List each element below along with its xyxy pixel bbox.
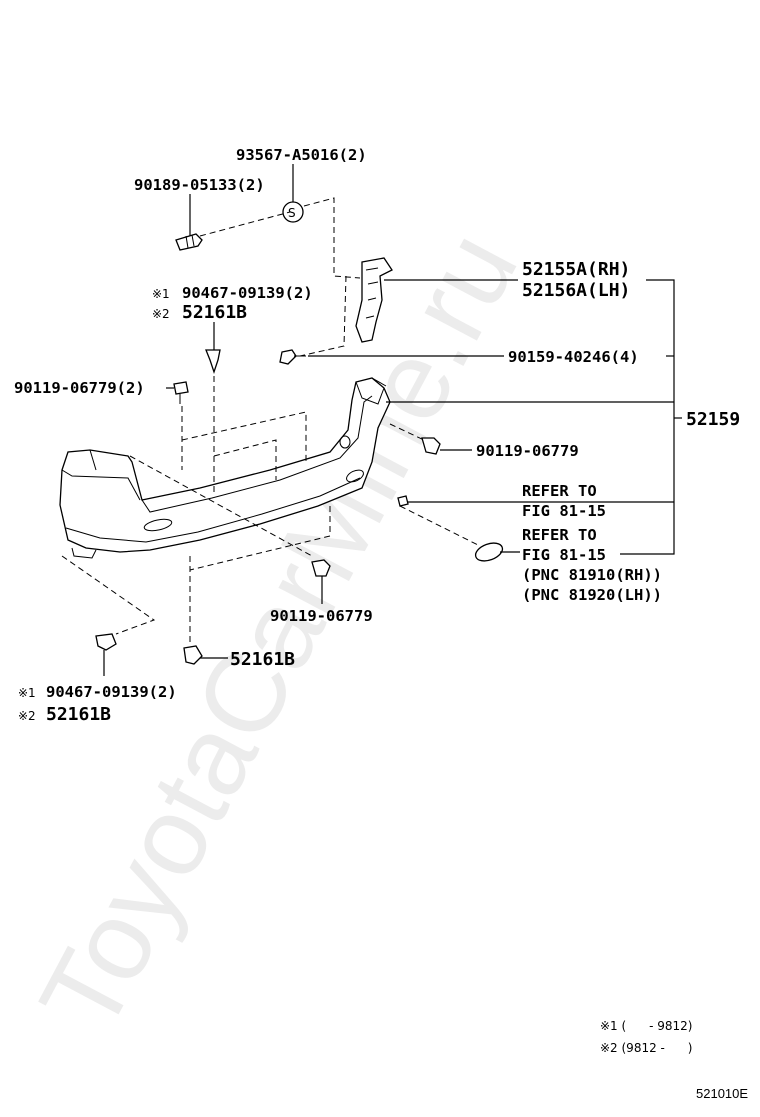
side-marker-lamp bbox=[474, 542, 504, 562]
mark-1-top: ※1 bbox=[152, 287, 170, 301]
label-52159: 52159 bbox=[686, 409, 740, 430]
label-90119-06779-bottom: 90119-06779 bbox=[270, 607, 373, 625]
bolt-90119-left bbox=[173, 381, 189, 404]
clip-refer-1 bbox=[397, 495, 409, 507]
bolt-90119-bottom bbox=[311, 559, 331, 577]
label-fig-81-15-2: FIG 81-15 bbox=[522, 546, 606, 564]
leader-lines bbox=[103, 164, 682, 676]
s-symbol: S bbox=[288, 206, 296, 220]
label-52161b-mid: 52161B bbox=[230, 649, 295, 670]
label-refer-to-2: REFER TO bbox=[522, 526, 597, 544]
label-90119-06779-left: 90119-06779(2) bbox=[14, 379, 145, 397]
label-52155a-rh: 52155A(RH) bbox=[522, 259, 630, 280]
side-retainer-bracket bbox=[355, 257, 393, 343]
mark-2-bottom: ※2 bbox=[18, 709, 36, 723]
label-refer-to-1: REFER TO bbox=[522, 482, 597, 500]
clip-90467-top bbox=[205, 349, 221, 375]
bolt-90119-right bbox=[421, 437, 441, 455]
label-90467-09139-bottom: 90467-09139(2) bbox=[46, 683, 177, 701]
rear-bumper-cover bbox=[59, 377, 391, 559]
label-fig-81-15-1: FIG 81-15 bbox=[522, 502, 606, 520]
clip-90467-bottom bbox=[95, 633, 117, 651]
footnotes: ※1 ( - 9812) ※2 (9812 - ) bbox=[600, 1019, 692, 1055]
mark-1-bottom: ※1 bbox=[18, 686, 36, 700]
clip-52161b-mid bbox=[183, 645, 203, 665]
label-pnc-81910-rh: (PNC 81910(RH)) bbox=[522, 566, 662, 584]
label-90159-40246: 90159-40246(4) bbox=[508, 348, 639, 366]
mark-2-top: ※2 bbox=[152, 307, 170, 321]
label-52156a-lh: 52156A(LH) bbox=[522, 280, 630, 301]
label-90189-05133: 90189-05133(2) bbox=[134, 176, 265, 194]
watermark: ToyotaCarMine.ru bbox=[16, 212, 541, 1051]
label-90467-09139-top: 90467-09139(2) bbox=[182, 284, 313, 302]
callout-labels: 93567-A5016(2) 90189-05133(2) 52155A(RH)… bbox=[14, 146, 740, 725]
note-mark-2: ※2 (9812 - ) bbox=[600, 1041, 692, 1055]
diagram-code: 521010E bbox=[696, 1086, 748, 1101]
screw-90159 bbox=[279, 349, 306, 365]
label-90119-06779-right: 90119-06779 bbox=[476, 442, 579, 460]
clip-90189 bbox=[175, 233, 203, 251]
label-52161b-bottom: 52161B bbox=[46, 704, 111, 725]
label-pnc-81920-lh: (PNC 81920(LH)) bbox=[522, 586, 662, 604]
note-mark-1: ※1 ( - 9812) bbox=[600, 1019, 692, 1033]
dashed-guides bbox=[61, 197, 481, 644]
label-93567-a5016: 93567-A5016(2) bbox=[236, 146, 367, 164]
label-52161b-top: 52161B bbox=[182, 302, 247, 323]
seal-s-symbol: S bbox=[282, 201, 304, 223]
